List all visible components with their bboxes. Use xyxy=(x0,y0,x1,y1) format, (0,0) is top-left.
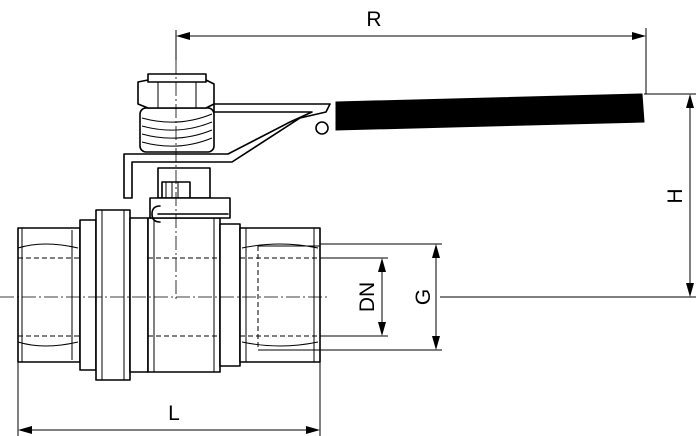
spring-washer xyxy=(139,107,215,153)
dimension-label-DN: DN xyxy=(356,282,379,312)
lever-grip xyxy=(335,93,645,131)
right-threaded-end xyxy=(239,227,321,363)
dimension-L: L xyxy=(17,362,321,436)
dimension-label-H: H xyxy=(664,188,687,203)
right-collar xyxy=(219,223,241,367)
left-threaded-end xyxy=(17,227,81,363)
left-union-nut xyxy=(95,209,131,381)
dimension-H: H xyxy=(440,93,696,298)
left-collar xyxy=(129,217,149,373)
dimension-label-R: R xyxy=(366,8,381,31)
left-union-ring xyxy=(79,219,97,371)
stem-packing xyxy=(149,197,231,219)
dimension-R: R xyxy=(175,8,647,94)
dimension-label-G: G xyxy=(412,289,435,305)
dimension-label-L: L xyxy=(168,402,180,425)
central-body xyxy=(147,217,221,373)
valve-body xyxy=(17,209,321,381)
dimension-DN: DN xyxy=(320,257,388,337)
lever-handle xyxy=(123,93,645,199)
dimension-G: G xyxy=(320,243,442,351)
stem-assembly xyxy=(123,73,645,223)
center-lines xyxy=(0,60,330,300)
